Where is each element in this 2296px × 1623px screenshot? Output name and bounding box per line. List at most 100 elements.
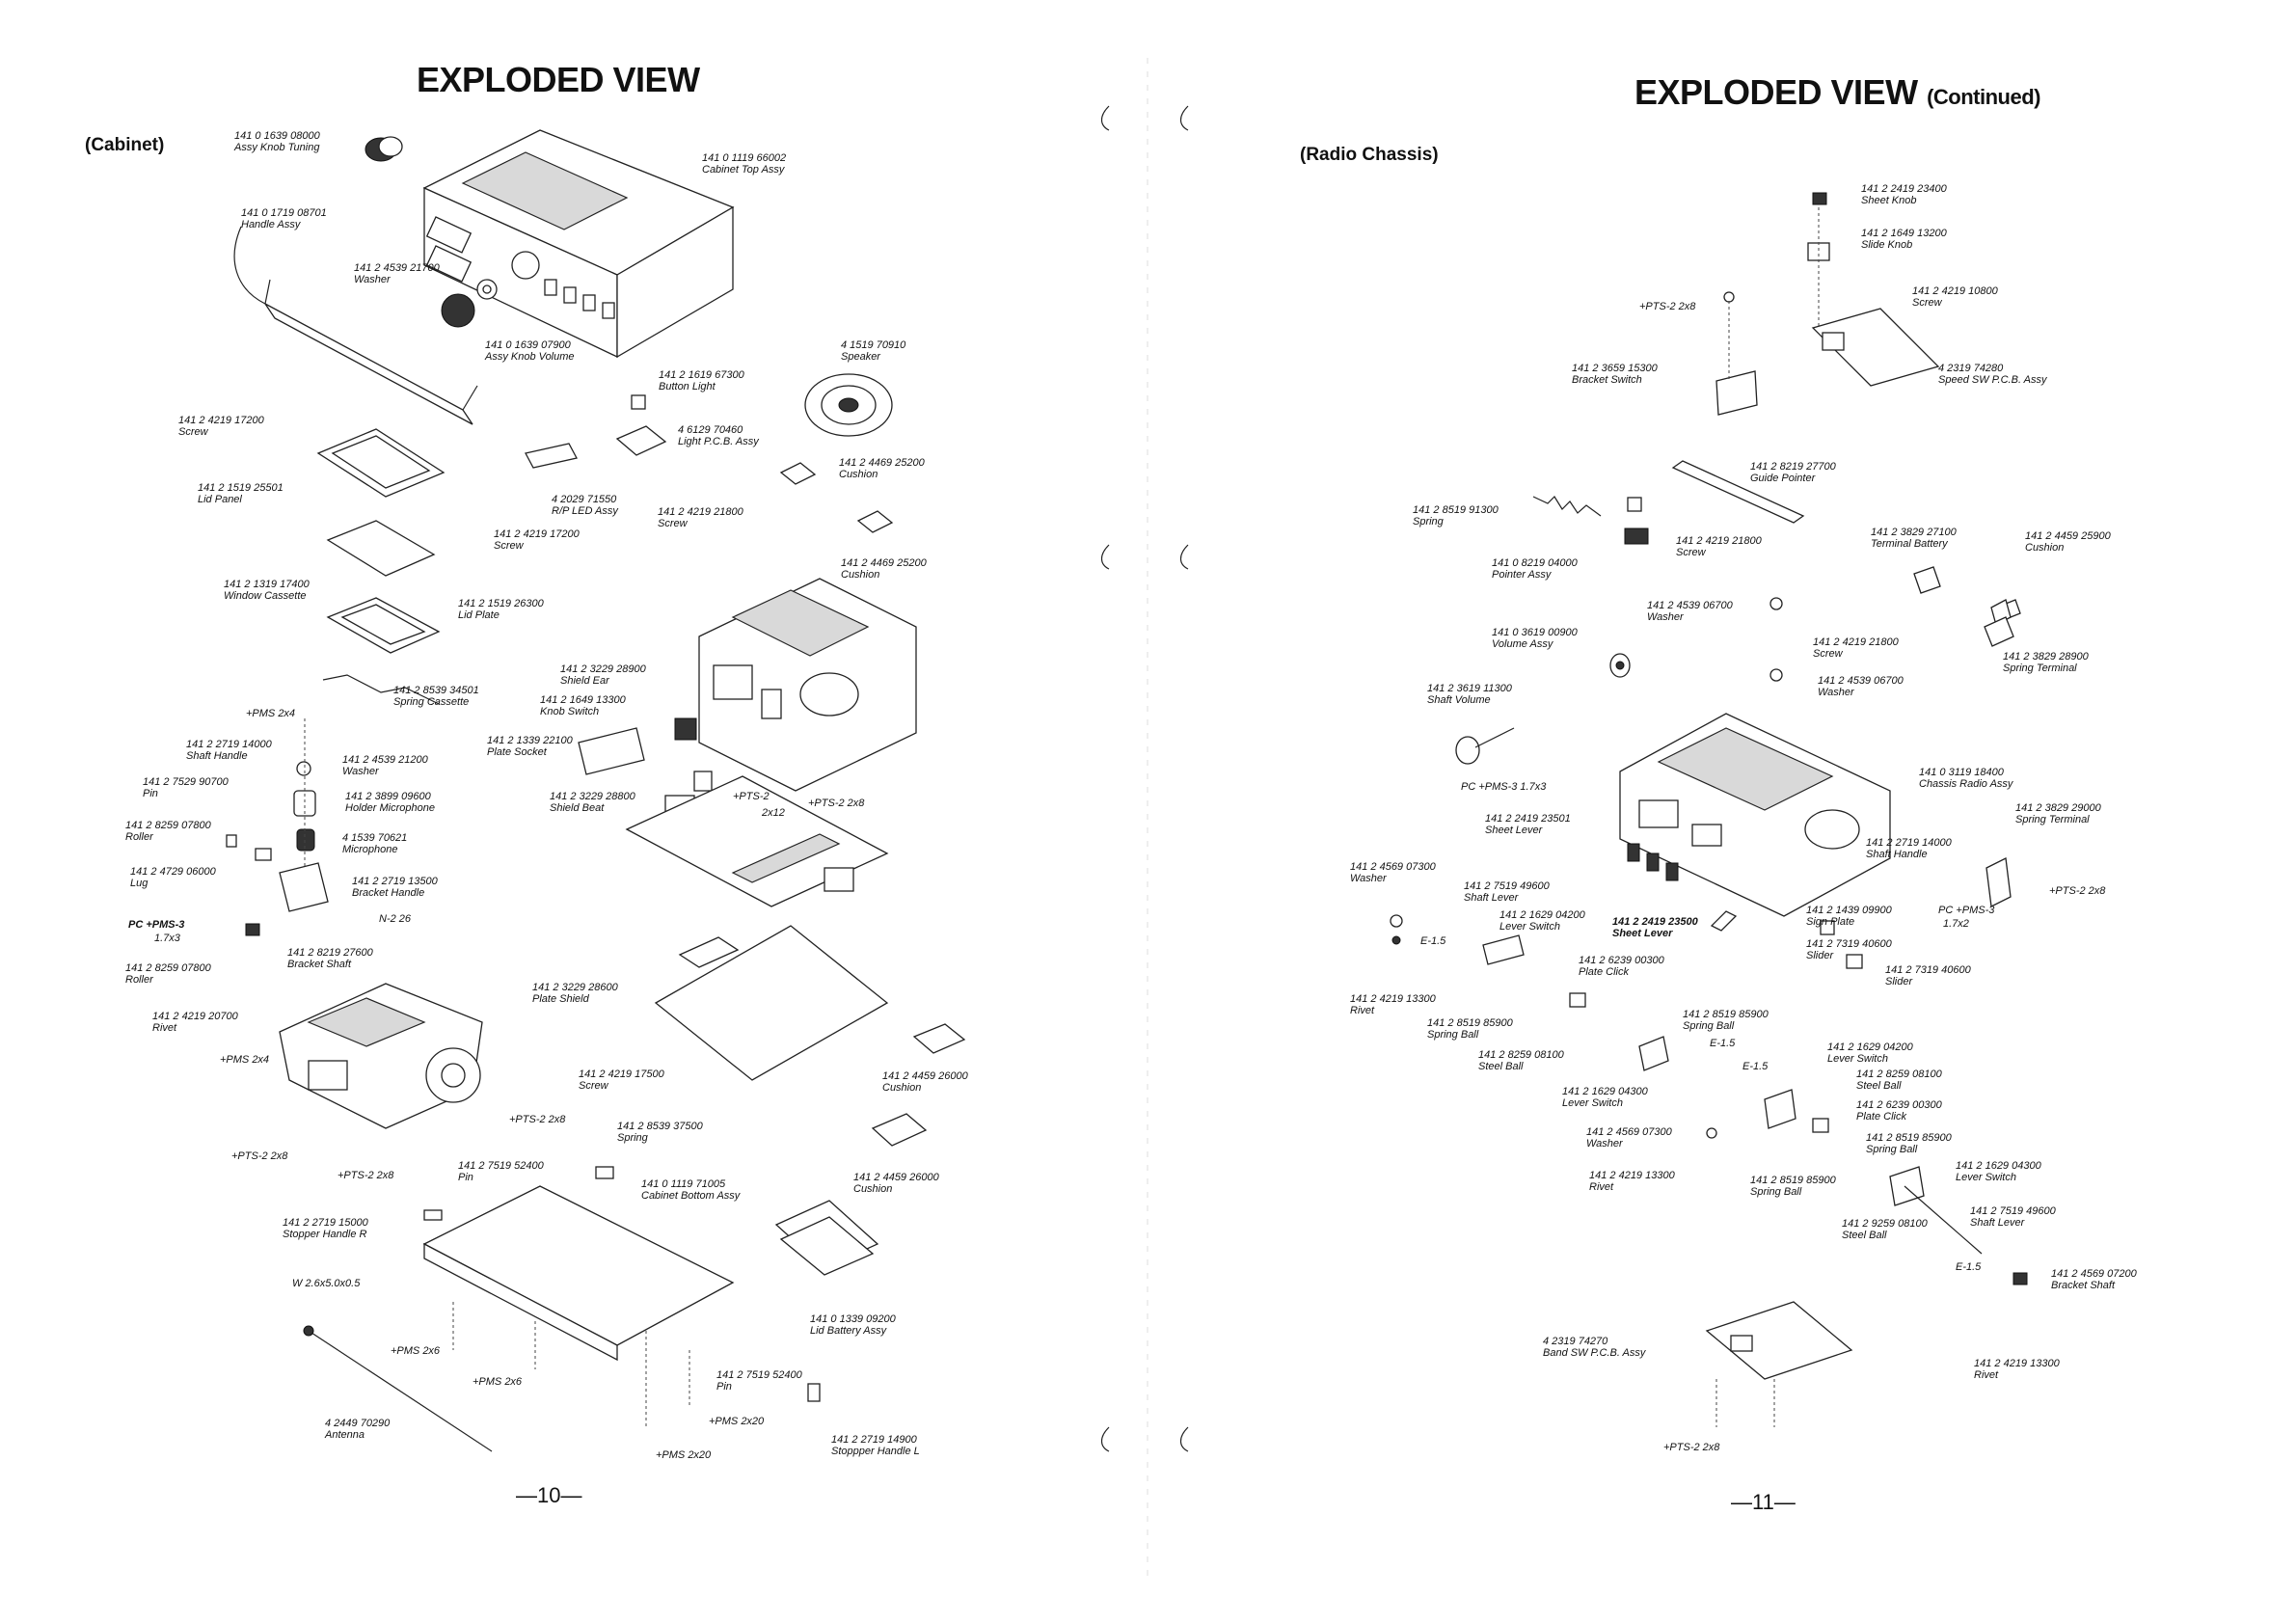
page-number: —11—: [1731, 1490, 1796, 1514]
fastener-label: +PTS-2 2x8: [808, 798, 865, 809]
fastener-label: 1.7x3: [154, 933, 180, 944]
fastener-label: E-1.5: [1742, 1061, 1769, 1072]
section-heading: (Radio Chassis): [1300, 145, 1439, 165]
fastener-label: 1.7x2: [1943, 918, 1969, 930]
fastener-label: 2x12: [762, 807, 785, 819]
fastener-label: +PMS 2x20: [709, 1416, 765, 1427]
fastener-label: E-1.5: [1956, 1261, 1982, 1273]
fastener-label: PC +PMS-3 1.7x3: [1461, 781, 1547, 793]
tape-mechanism-drawing: [279, 983, 483, 1129]
fastener-label: +PMS 2x20: [656, 1449, 712, 1461]
page-right: EXPLODED VIEW (Continued) (Radio Chassis…: [1148, 0, 2296, 1623]
fastener-label: +PMS 2x4: [220, 1054, 270, 1066]
fastener-label: +PTS-2 2x8: [1663, 1442, 1720, 1453]
page-title: EXPLODED VIEW (Continued): [1634, 72, 2040, 112]
fastener-label: N-2 26: [379, 913, 412, 925]
section-heading: (Cabinet): [85, 135, 165, 155]
fastener-label: +PTS-2 2x8: [231, 1150, 288, 1162]
page-left: EXPLODED VIEW (Cabinet) —10— 141 0 1639 …: [85, 60, 968, 1507]
cabinet-top-drawing: [422, 129, 735, 359]
fastener-label: +PMS 2x6: [473, 1376, 523, 1388]
fastener-label: +PMS 2x6: [391, 1345, 441, 1357]
page-title: EXPLODED VIEW: [417, 60, 700, 99]
page-number: —10—: [516, 1483, 582, 1507]
fastener-label: +PTS-2 2x8: [2049, 885, 2106, 897]
fastener-label: +PTS-2 2x8: [509, 1114, 566, 1125]
fastener-label: PC +PMS-3: [128, 919, 185, 931]
fastener-label: +PTS-2 2x8: [338, 1170, 394, 1181]
fastener-label: +PTS-2: [733, 791, 770, 802]
